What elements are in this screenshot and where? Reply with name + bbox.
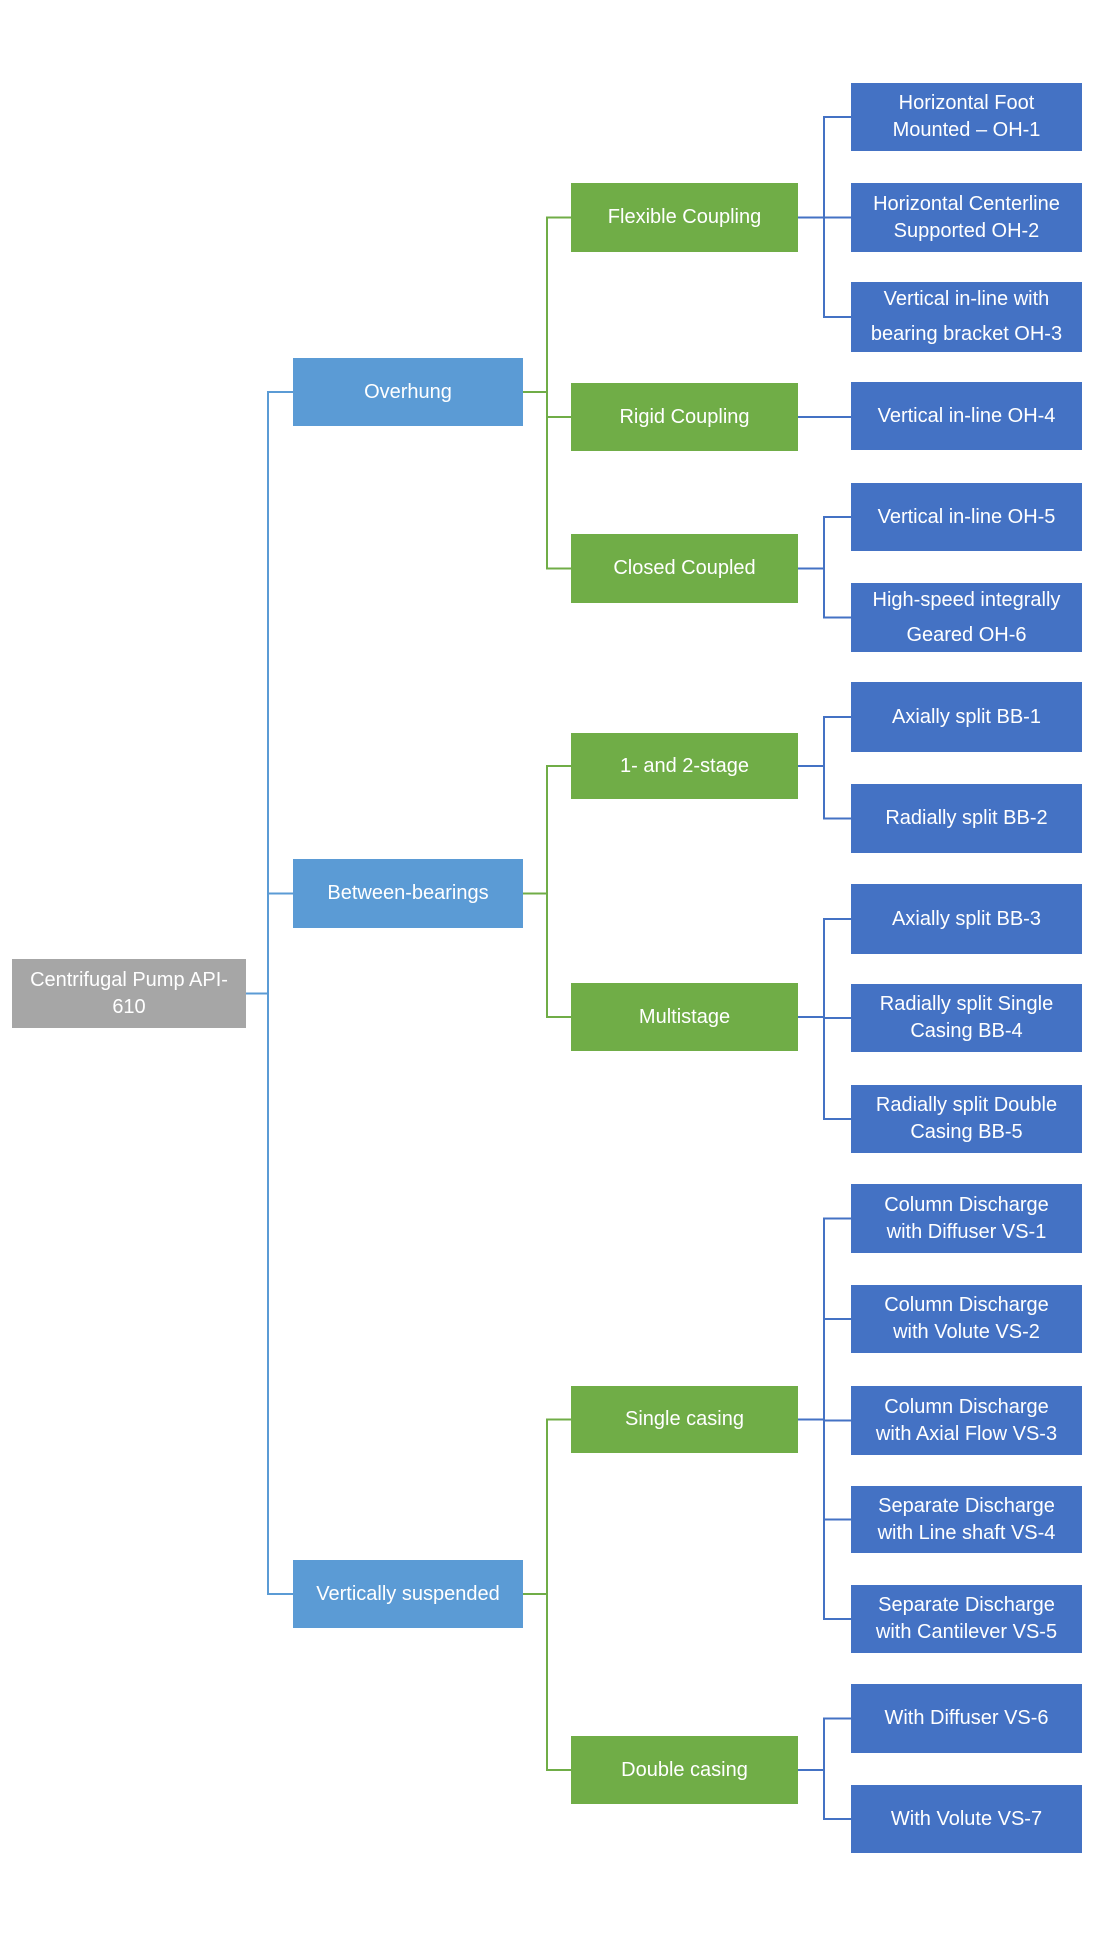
- node-oh6: High-speed integrally Geared OH-6: [851, 583, 1082, 652]
- node-one-and-two-stage: 1- and 2-stage: [571, 733, 798, 799]
- node-closed-coupled: Closed Coupled: [571, 534, 798, 603]
- node-oh4: Vertical in-line OH-4: [851, 382, 1082, 450]
- node-bb2: Radially split BB-2: [851, 784, 1082, 853]
- node-oh2: Horizontal Centerline Supported OH-2: [851, 183, 1082, 252]
- node-vs6: With Diffuser VS-6: [851, 1684, 1082, 1753]
- node-overhung: Overhung: [293, 358, 523, 426]
- node-double-casing: Double casing: [571, 1736, 798, 1804]
- node-between-bearings: Between-bearings: [293, 859, 523, 928]
- node-vs7: With Volute VS-7: [851, 1785, 1082, 1853]
- node-vs3: Column Discharge with Axial Flow VS-3: [851, 1386, 1082, 1455]
- node-oh5: Vertical in-line OH-5: [851, 483, 1082, 551]
- node-bb3: Axially split BB-3: [851, 884, 1082, 954]
- node-rigid-coupling: Rigid Coupling: [571, 383, 798, 451]
- node-vs1: Column Discharge with Diffuser VS-1: [851, 1184, 1082, 1253]
- node-flexible-coupling: Flexible Coupling: [571, 183, 798, 252]
- node-root: Centrifugal Pump API- 610: [12, 959, 246, 1028]
- node-multistage: Multistage: [571, 983, 798, 1051]
- node-bb1: Axially split BB-1: [851, 682, 1082, 752]
- node-oh3: Vertical in-line with bearing bracket OH…: [851, 282, 1082, 352]
- node-oh1: Horizontal Foot Mounted – OH-1: [851, 83, 1082, 151]
- node-single-casing: Single casing: [571, 1386, 798, 1453]
- node-vertically-suspended: Vertically suspended: [293, 1560, 523, 1628]
- node-vs5: Separate Discharge with Cantilever VS-5: [851, 1585, 1082, 1653]
- node-vs4: Separate Discharge with Line shaft VS-4: [851, 1486, 1082, 1553]
- node-bb5: Radially split Double Casing BB-5: [851, 1085, 1082, 1153]
- node-vs2: Column Discharge with Volute VS-2: [851, 1285, 1082, 1353]
- node-bb4: Radially split Single Casing BB-4: [851, 984, 1082, 1052]
